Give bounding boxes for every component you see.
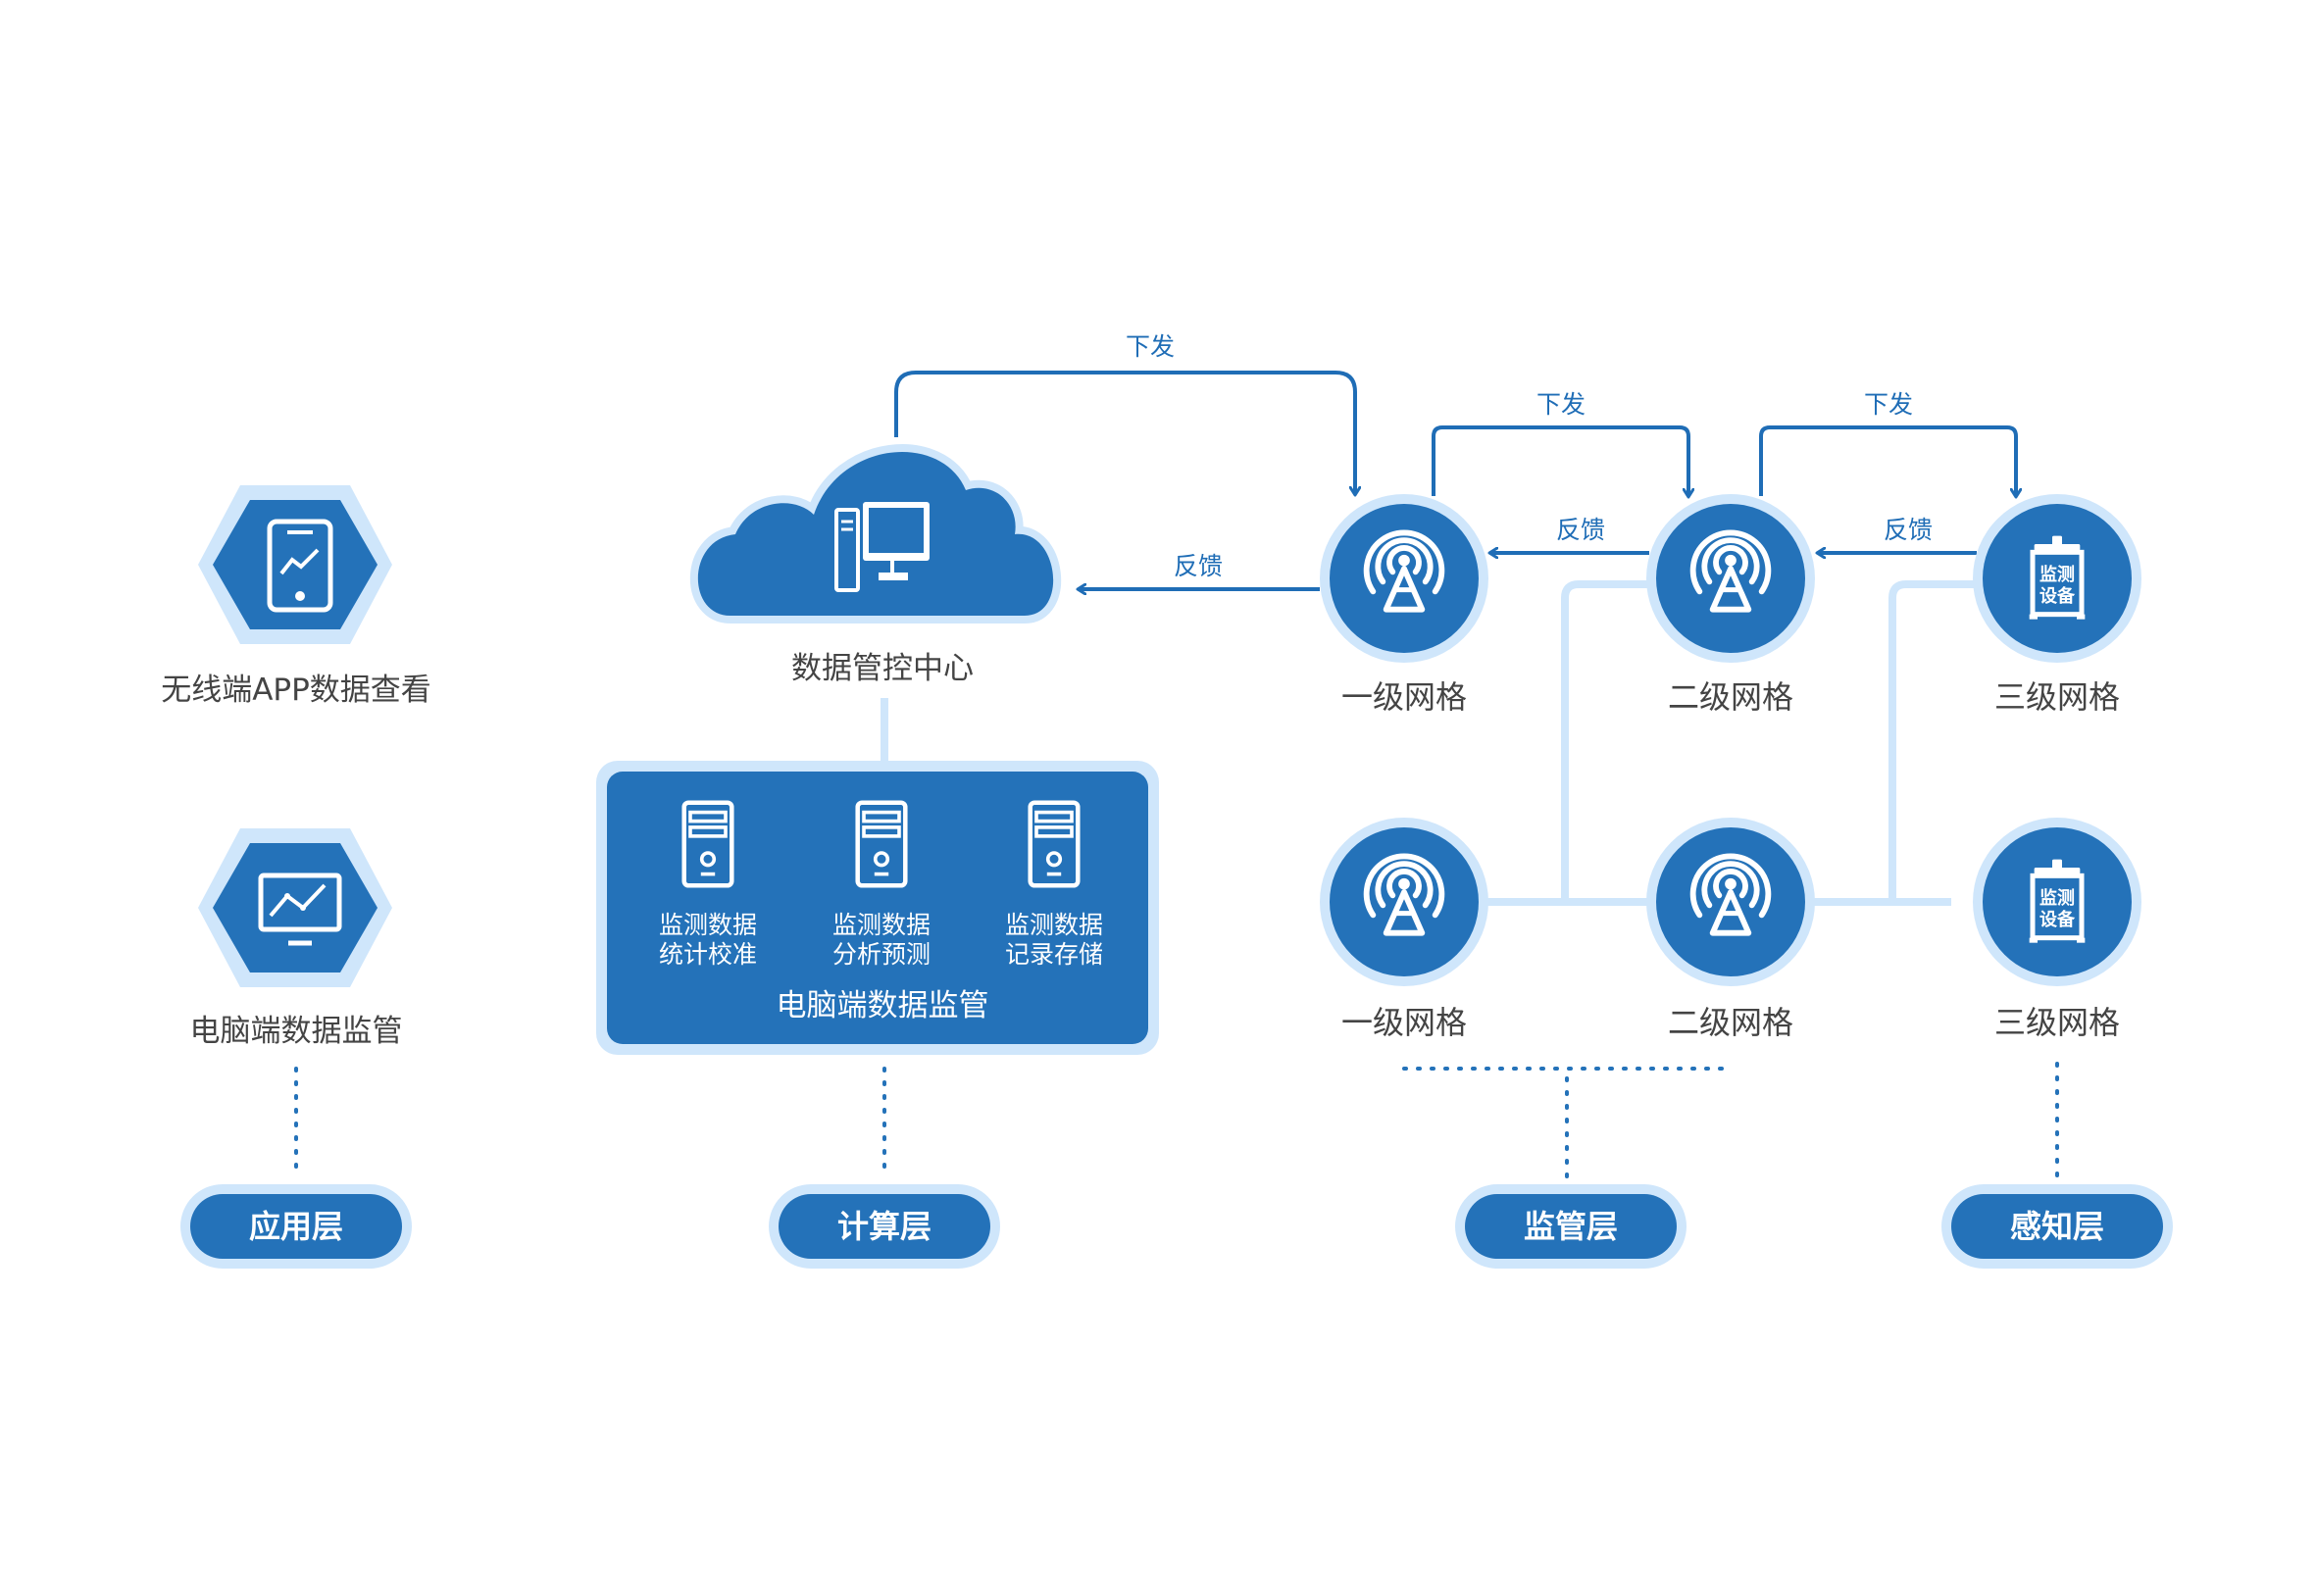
layer-pill-supervision: 监管层 <box>1455 1184 1687 1269</box>
cloud-label: 数据管控中心 <box>791 651 974 686</box>
monitor-chart-icon <box>258 873 342 946</box>
layer-pill-compute-label: 计算层 <box>837 1208 931 1245</box>
pc-box-title: 电脑端数据监管 <box>777 988 989 1023</box>
app-mobile-node <box>198 485 392 644</box>
device-text-top-2: 设备 <box>2039 585 2076 607</box>
supervision-dotted-connector <box>1402 1067 1736 1178</box>
arrow-send-cloud-to-grid1 <box>894 371 1355 494</box>
server-record-storage: 监测数据 记录存储 <box>1005 803 1103 969</box>
grid-node-bottom-2-label: 二级网格 <box>1668 1004 1793 1041</box>
device-text-bottom-2: 设备 <box>2039 909 2076 930</box>
grid-node-top-2 <box>1646 494 1815 663</box>
arrow-send-label-1: 下发 <box>1126 332 1175 361</box>
arrow-feedback-label-2: 反馈 <box>1556 516 1605 544</box>
layer-pill-perception: 感知层 <box>1941 1184 2173 1269</box>
grid-node-top-3: 监测 设备 <box>1973 494 2141 663</box>
server-stats-calibration: 监测数据 统计校准 <box>659 803 757 969</box>
mobile-phone-icon <box>267 519 333 613</box>
arrow-send-grid1-to-grid2 <box>1432 425 1688 496</box>
app-mobile-label: 无线端APP数据查看 <box>161 673 431 708</box>
app-pc-node <box>198 828 392 987</box>
layer-pill-compute: 计算层 <box>769 1184 1000 1269</box>
server-analysis-forecast: 监测数据 分析预测 <box>832 803 931 969</box>
server-1-line2: 统计校准 <box>659 940 757 969</box>
layer-pill-supervision-label: 监管层 <box>1524 1208 1618 1245</box>
grid-node-bottom-1 <box>1320 818 1488 986</box>
server-1-line1: 监测数据 <box>659 911 757 939</box>
layer-pill-perception-label: 感知层 <box>2010 1208 2104 1245</box>
layer-pill-application-label: 应用层 <box>249 1208 343 1245</box>
arrow-send-label-2: 下发 <box>1536 390 1586 419</box>
grid-node-bottom-1-label: 一级网格 <box>1341 1004 1467 1041</box>
server-3-line2: 记录存储 <box>1005 940 1103 969</box>
grid-node-top-2-label: 二级网格 <box>1668 678 1793 716</box>
arrow-send-label-3: 下发 <box>1864 390 1913 419</box>
data-control-cloud <box>689 444 1062 623</box>
grid-node-top-1 <box>1320 494 1488 663</box>
server-2-line2: 分析预测 <box>832 940 931 969</box>
device-text-top-1: 监测 <box>2039 564 2075 585</box>
grid-node-bottom-3-label: 三级网格 <box>1994 1004 2120 1041</box>
device-text-bottom-1: 监测 <box>2039 887 2075 909</box>
grid-node-bottom-3: 监测 设备 <box>1973 818 2141 986</box>
grid-node-top-1-label: 一级网格 <box>1341 678 1467 716</box>
server-3-line1: 监测数据 <box>1005 911 1103 939</box>
arrow-send-grid2-to-grid3 <box>1759 425 2016 496</box>
grid-node-top-3-label: 三级网格 <box>1994 678 2120 716</box>
arrow-feedback-label-3: 反馈 <box>1884 516 1933 544</box>
app-pc-label: 电脑端数据监管 <box>190 1014 403 1049</box>
grid-node-bottom-2 <box>1646 818 1815 986</box>
pc-monitoring-box: 监测数据 统计校准 监测数据 分析预测 监测数据 记录存储 电脑端数据监管 <box>596 761 1159 1055</box>
server-2-line1: 监测数据 <box>832 911 931 939</box>
computer-icon <box>834 502 930 592</box>
arrow-feedback-label-1: 反馈 <box>1174 552 1223 580</box>
layer-pill-application: 应用层 <box>180 1184 412 1269</box>
